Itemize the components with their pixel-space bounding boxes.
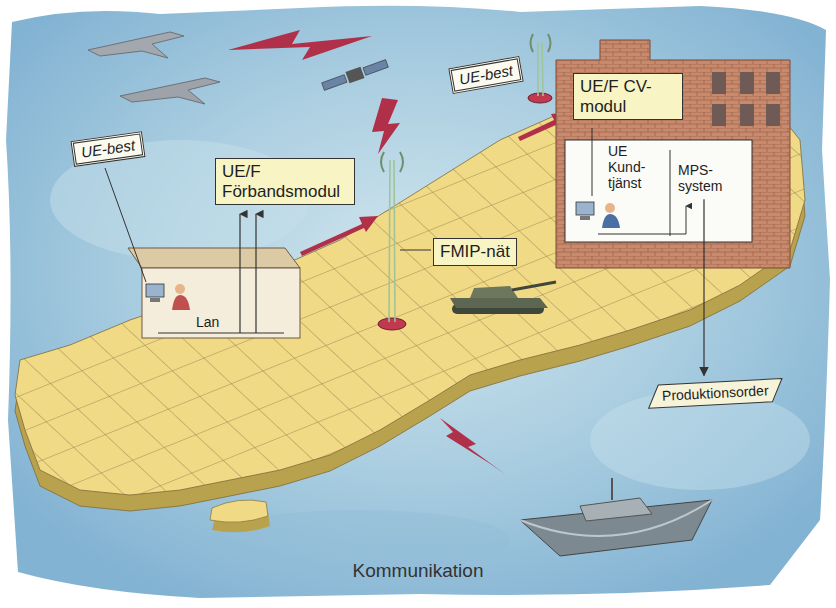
tank [450, 282, 556, 314]
node-text: UE-best [458, 61, 514, 88]
unit-building [128, 214, 300, 338]
person-body [172, 295, 190, 310]
roof [128, 248, 300, 268]
document-shape: Produktionsorder [647, 378, 783, 408]
mast [538, 42, 543, 96]
pointer-line [592, 128, 593, 196]
system-box: MPS- system [675, 160, 733, 196]
caption: Kommunikation [0, 560, 836, 582]
mast-base [378, 318, 406, 330]
radio-bolt [372, 98, 400, 154]
node-text: MPS- system [678, 162, 730, 194]
pointer-line [255, 214, 256, 333]
node-text: UE-best [80, 136, 136, 161]
computer-screen [146, 284, 164, 297]
person-head [175, 284, 185, 294]
satellite [321, 58, 389, 93]
pointer-line [239, 214, 240, 333]
mast [389, 160, 395, 322]
divider-line [670, 150, 671, 236]
person-body [602, 214, 620, 228]
computer-screen [576, 202, 594, 215]
connector [703, 199, 704, 375]
person-head [605, 203, 615, 213]
window [740, 72, 754, 94]
solar-panel [322, 75, 347, 91]
jet [120, 78, 220, 104]
ship [520, 478, 712, 556]
tank-hull [450, 298, 548, 308]
mast-base [528, 93, 552, 103]
pointer-line [400, 250, 431, 251]
office-panel [565, 140, 752, 242]
bow-wave [520, 500, 712, 536]
window [740, 104, 754, 126]
tank-turret [470, 286, 518, 298]
free-label: Lan [196, 314, 219, 330]
wall [142, 268, 300, 338]
document-outline [647, 378, 783, 408]
antenna [381, 152, 403, 172]
brick-facade [556, 40, 790, 268]
radio-bolt [440, 418, 505, 474]
signal-arrow [300, 216, 378, 256]
solar-panel [363, 60, 388, 76]
window [712, 72, 726, 94]
ship-superstructure [580, 498, 652, 521]
jet-aircraft [88, 32, 220, 104]
window [766, 104, 780, 126]
tag-box: UE-best [448, 56, 524, 94]
window [712, 104, 726, 126]
tank-barrel [512, 282, 556, 290]
free-label: UE Kund- tjänst [608, 143, 668, 191]
lan-line [158, 332, 284, 333]
data-line [598, 206, 686, 234]
computer-stand [150, 298, 160, 302]
radio-mast [378, 34, 552, 330]
brick-texture [556, 40, 790, 268]
jet [88, 32, 184, 58]
callout-box: FMIP-nät [433, 238, 517, 266]
small-island [210, 500, 268, 522]
tag-box: UE-best [71, 131, 146, 167]
node-text: FMIP-nät [440, 242, 510, 262]
node-text: UE/F CV-modul [580, 77, 676, 116]
computer-stand [580, 216, 590, 220]
factory-building [556, 40, 790, 268]
window [766, 72, 780, 94]
callout-box: UE/F Förbandsmodul [215, 158, 355, 205]
node-text: UE/F Förbandsmodul [222, 162, 348, 201]
pointer-line [105, 168, 146, 282]
ship-mast [611, 478, 613, 500]
radio-bolt [228, 30, 372, 60]
satellite-body [345, 67, 364, 84]
callout-box: UE/F CV-modul [573, 73, 683, 120]
sea-wash [6, 6, 830, 598]
antenna [531, 34, 551, 52]
